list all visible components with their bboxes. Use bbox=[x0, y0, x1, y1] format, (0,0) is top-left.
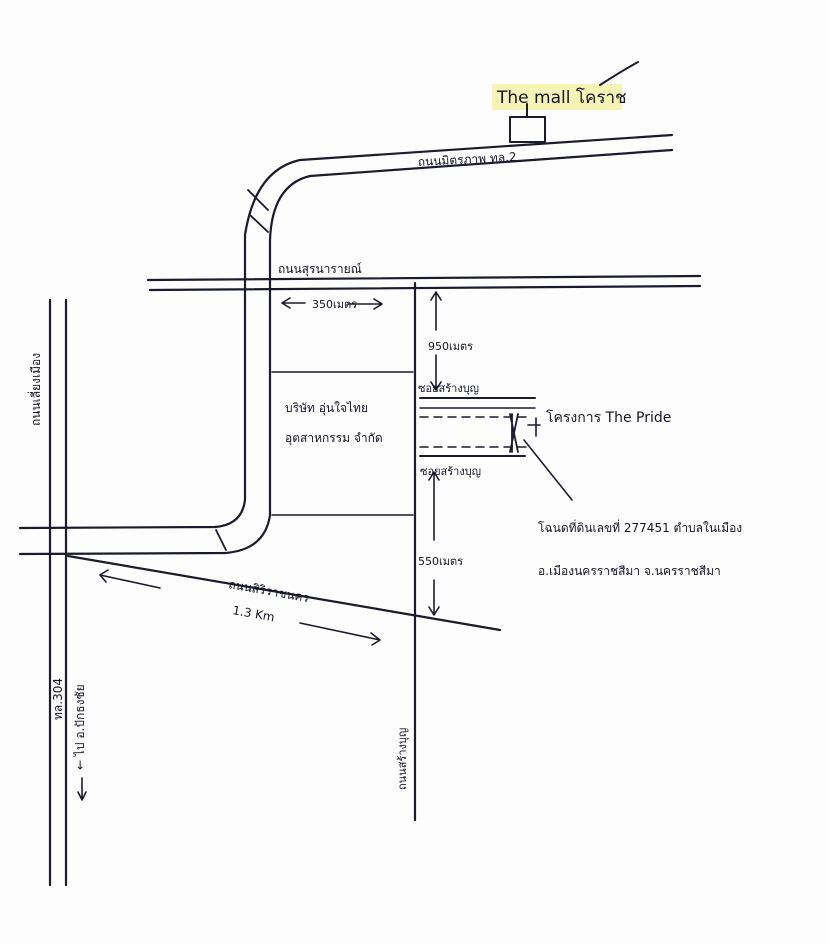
label-soi-bottom: ซอยสร้างบุญ bbox=[420, 465, 481, 478]
label-road-sirirach: ถนนสิริราชนคร bbox=[227, 577, 310, 605]
label-dist-350: 350เมตร bbox=[312, 298, 357, 311]
mall-label-highlight bbox=[492, 84, 622, 110]
project-pointer-line bbox=[523, 439, 573, 501]
label-project: โครงการ The Pride bbox=[546, 409, 671, 426]
label-dist-550: 550เมตร bbox=[418, 555, 463, 568]
label-road-bottom-vertical: ถนนสร้างบุญ bbox=[396, 728, 409, 790]
plot-hatch bbox=[509, 413, 519, 453]
arrow-350m bbox=[281, 297, 383, 310]
label-the-mall: The mall โคราช bbox=[496, 87, 627, 108]
label-soi-top: ซอยสร้างบุญ bbox=[418, 382, 479, 395]
arrow-1-3km bbox=[99, 569, 381, 646]
project-tick bbox=[527, 417, 541, 437]
arrow-pakthongchai bbox=[77, 777, 87, 801]
road-mitraphap-outer bbox=[18, 133, 674, 530]
road-sirirach bbox=[66, 554, 502, 632]
label-road-hwy304: ทล.304 bbox=[51, 678, 65, 720]
label-dist-1-3km: 1.3 Km bbox=[231, 603, 275, 624]
road-mitraphap-inner bbox=[18, 148, 674, 556]
label-title-deed-line2: อ.เมืองนครราชสีมา จ.นครราชสีมา bbox=[538, 564, 721, 578]
label-road-left-vertical: ถนนเลี่ยงเมือง bbox=[27, 353, 43, 426]
road-suranaree-top bbox=[146, 274, 702, 282]
label-to-pakthongchai: ← ไป อ.ปักธงชัย bbox=[73, 684, 87, 770]
arrow-950m bbox=[430, 291, 442, 391]
label-company-line1: บริษัท อุ่นใจไทย bbox=[285, 401, 368, 416]
arrow-550m bbox=[428, 471, 440, 616]
mall-building bbox=[509, 116, 546, 143]
road-curve-hatch bbox=[215, 189, 269, 551]
label-road-mitraphap: ถนนมิตรภาพ ทล.2 bbox=[417, 150, 517, 169]
label-company-line2: อุตสาหกรรม จำกัด bbox=[285, 431, 383, 446]
label-title-deed-line1: โฉนดที่ดินเลขที่ 277451 ตำบลในเมือง bbox=[538, 519, 742, 535]
mall-tick bbox=[599, 61, 639, 86]
road-suranaree-bottom bbox=[148, 284, 702, 292]
label-dist-950: 950เมตร bbox=[428, 340, 473, 353]
label-road-suranaree: ถนนสุรนารายณ์ bbox=[278, 262, 362, 277]
